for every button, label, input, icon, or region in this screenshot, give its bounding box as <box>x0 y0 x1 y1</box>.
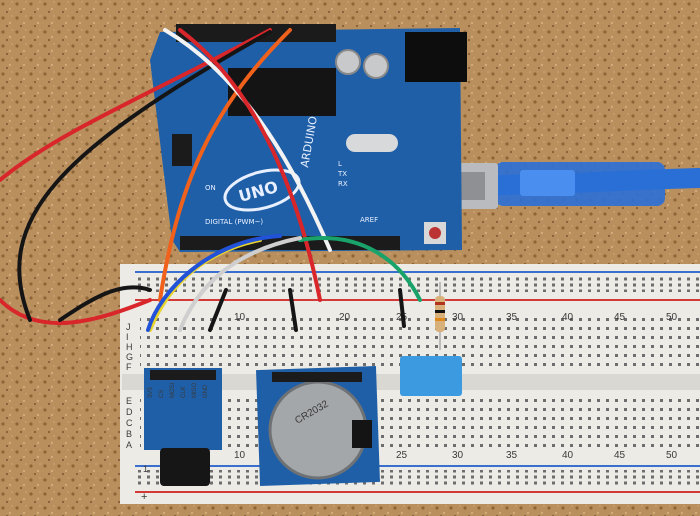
row-letter: D <box>126 407 133 417</box>
column-number: 25 <box>396 450 408 461</box>
dht11-sensor <box>400 356 462 396</box>
orange-wire <box>158 28 292 302</box>
sd-pin-label: GND <box>203 384 209 398</box>
digital-pwm-label: DIGITAL (PWM~) <box>205 218 263 226</box>
column-number: 10 <box>234 450 246 461</box>
black-wire-loop <box>58 285 152 322</box>
green-wire <box>298 236 422 302</box>
rx-led-label: RX <box>338 180 348 188</box>
capacitor-icon <box>335 49 361 75</box>
black-wire <box>17 30 272 322</box>
column-number: 50 <box>666 450 678 461</box>
row-letter: C <box>126 418 133 428</box>
column-number: 40 <box>562 312 574 323</box>
red-wire-loop <box>0 298 152 326</box>
tx-led-label: TX <box>337 170 347 178</box>
black-short-wire <box>208 288 228 332</box>
row-letter: F <box>126 362 132 372</box>
column-number: 45 <box>614 450 626 461</box>
jumper-wires <box>0 28 422 332</box>
coin-battery <box>268 380 368 480</box>
dc-jack <box>405 32 467 82</box>
column-number: 45 <box>614 312 626 323</box>
sd-pin-label: 3V3 <box>148 387 154 398</box>
sd-pin-label: CLK <box>181 386 187 398</box>
resistor <box>435 282 445 350</box>
column-number: 40 <box>562 450 574 461</box>
sd-pin-label: MOSI <box>170 382 176 398</box>
rail-plus-label: + <box>141 491 147 503</box>
column-number: 35 <box>506 450 518 461</box>
blue-wire <box>146 234 282 332</box>
column-number: 20 <box>339 312 351 323</box>
column-number: 10 <box>234 312 246 323</box>
capacitor-icon <box>363 53 389 79</box>
column-number: 35 <box>506 312 518 323</box>
white-wire <box>163 28 332 252</box>
sd-card-module: 3V3 CS MOSI CLK MISO GND <box>144 368 222 486</box>
red-wire-to-board <box>178 28 322 302</box>
gray-wire <box>178 236 302 332</box>
row-letter: B <box>126 429 132 439</box>
sd-pin-label: MISO <box>192 382 198 398</box>
row-letter: I <box>126 332 129 342</box>
crystal <box>346 134 398 152</box>
row-letter: E <box>126 396 132 406</box>
column-number: 30 <box>452 312 464 323</box>
usb-cable <box>420 162 700 209</box>
black-short-wire-3 <box>398 288 406 328</box>
column-number: 30 <box>452 450 464 461</box>
row-letter: G <box>126 352 133 362</box>
rtc-module: CR2032 <box>256 365 380 487</box>
row-letter: H <box>126 342 133 352</box>
atmega-chip <box>228 68 336 116</box>
rtc-chip <box>352 420 372 448</box>
digital-header <box>176 24 336 42</box>
icsp-header <box>172 134 192 166</box>
row-letter: J <box>126 322 131 332</box>
sd-pin-label: CS <box>159 390 165 398</box>
sd-card-slot <box>160 448 210 486</box>
black-short-wire-2 <box>288 288 298 332</box>
row-letter: A <box>126 440 132 450</box>
aref-label: AREF <box>360 216 378 224</box>
arduino-uno-board: UNO ARDUINO DIGITAL (PWM~) AREF ON TX RX… <box>150 24 467 252</box>
on-led-label: ON <box>205 184 216 192</box>
column-number: 50 <box>666 312 678 323</box>
red-wire <box>0 28 272 182</box>
row-one-marker: 1 <box>143 464 148 474</box>
l-led-label: L <box>338 160 342 168</box>
